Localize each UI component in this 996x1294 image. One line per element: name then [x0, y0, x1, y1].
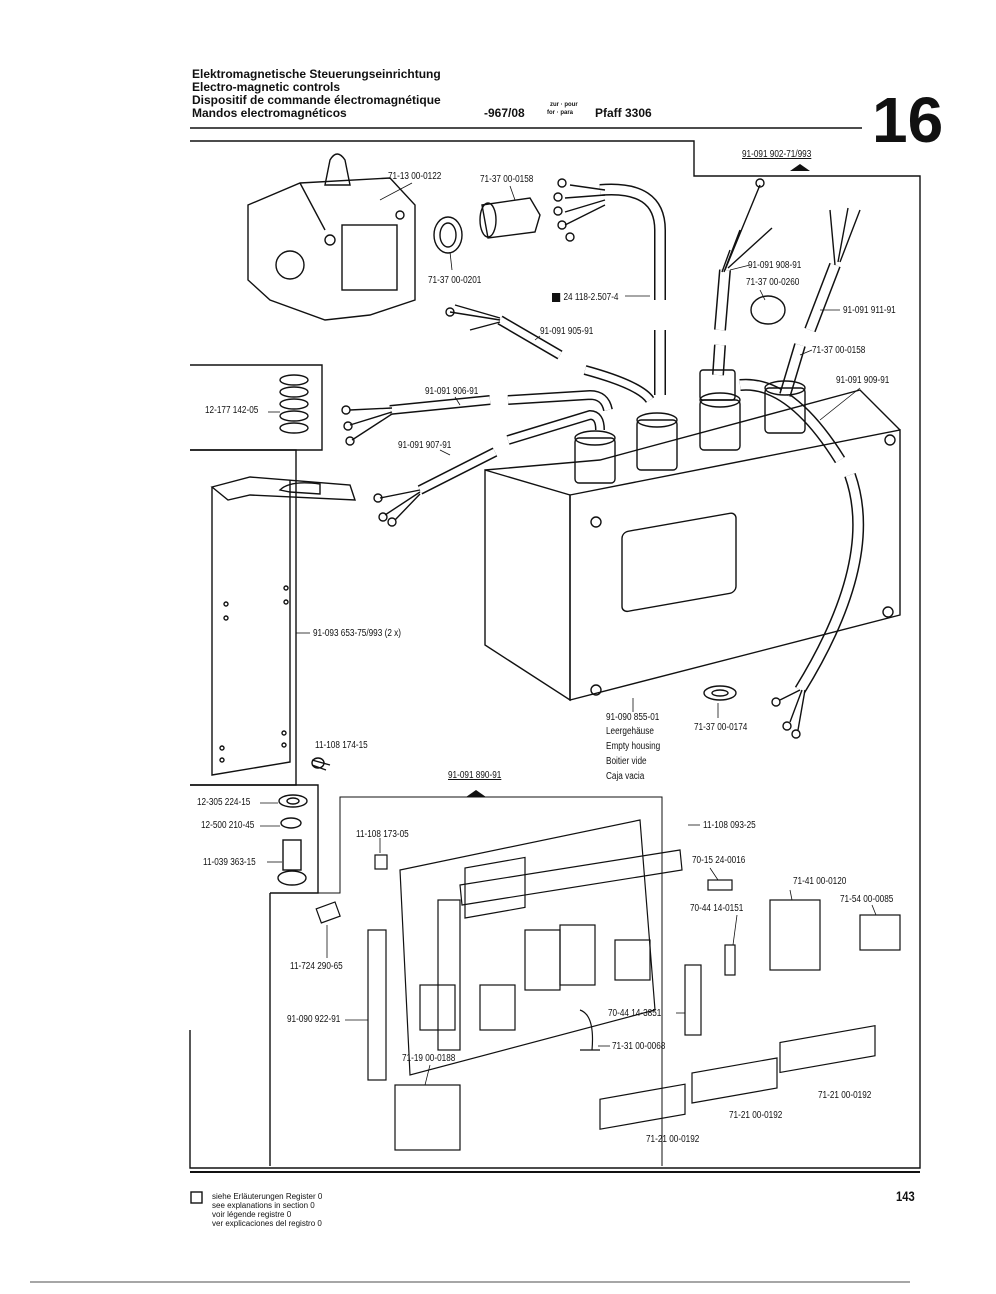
title-german: Elektromagnetische Steuerungseinrichtung	[192, 67, 441, 81]
part-label: 91-091 907-91	[398, 440, 452, 451]
part-label: 11-108 174-15	[315, 740, 368, 751]
part-label: 71-37 00-0260	[746, 277, 800, 288]
part-label: 71-41 00-0120	[793, 876, 847, 887]
part-label: 91-091 902-71/993	[742, 149, 812, 160]
part-label: 12-500 210-45	[201, 820, 255, 831]
part-label: 11-724 290-65	[290, 961, 343, 972]
footnote-de: siehe Erläuterungen Register 0	[212, 1192, 323, 1201]
housing-glands	[574, 369, 806, 484]
part-label: 12-177 142-05	[205, 405, 259, 416]
part-label: 71-21 00-0192	[646, 1134, 700, 1145]
part-label-with-symbol: 24 118-2.507-4	[552, 292, 619, 303]
machine-name: Pfaff 3306	[595, 106, 652, 120]
footnote-marker-box	[190, 1191, 203, 1204]
title-spanish: Mandos electromagnéticos	[192, 106, 347, 120]
part-label: 71-19 00-0188	[402, 1053, 456, 1064]
title-english: Electro-magnetic controls	[192, 80, 341, 94]
housing-label-en: Empty housing	[606, 741, 661, 752]
part-label: 12-305 224-15	[197, 797, 251, 808]
part-label: 71-21 00-0192	[818, 1090, 872, 1101]
part-label: 91-091 890-91	[448, 770, 502, 781]
part-label: 91-090 922-91	[287, 1014, 341, 1025]
part-label: 91-091 911-91	[843, 305, 896, 316]
part-label: 91-090 855-01	[606, 712, 660, 723]
part-label: 71-37 00-0158	[480, 174, 534, 185]
part-label: 11-108 173-05	[356, 829, 409, 840]
limit-switch-drawing	[247, 153, 416, 321]
bracket-box	[190, 449, 297, 786]
part-label: 11-039 363-15	[203, 857, 256, 868]
part-label: 71-37 00-0174	[694, 722, 748, 733]
housing-label-es: Caja vacia	[606, 771, 645, 782]
title-french: Dispositif de commande électromagnétique	[192, 93, 441, 107]
part-label: 71-54 00-0085	[840, 894, 894, 905]
part-label: 71-31 00-0068	[612, 1041, 666, 1052]
model-code: -967/08	[484, 106, 525, 120]
part-label: 11-108 093-25	[703, 820, 756, 831]
part-label: 71-37 00-0201	[428, 275, 482, 286]
footnote-es: ver explicaciones del registro 0	[212, 1219, 322, 1228]
cable-glands-top	[433, 197, 541, 254]
housing-label-fr: Boitier vide	[606, 756, 647, 767]
bracket-drawing	[210, 476, 356, 776]
part-label: 71-21 00-0192	[729, 1110, 783, 1121]
part-label: 70-15 24-0016	[692, 855, 746, 866]
part-label: 70-44 14-3851	[608, 1008, 662, 1019]
housing-box	[484, 389, 901, 702]
part-label: 71-13 00-0122	[388, 171, 442, 182]
page-number: 143	[896, 1188, 915, 1204]
footnote-fr: voir légende registre 0	[212, 1210, 292, 1219]
spring-drawing	[279, 374, 309, 434]
part-label: 91-091 906-91	[425, 386, 479, 397]
part-label: 91-091 905-91	[540, 326, 594, 337]
screws-box	[190, 784, 319, 894]
for-label-1: zur · pour	[550, 102, 578, 108]
chapter-number: 16	[872, 84, 944, 156]
for-label-2: for · para	[547, 110, 574, 116]
pcb-drawing	[315, 819, 901, 1151]
part-label: 71-37 00-0158	[812, 345, 866, 356]
part-label: 91-093 653-75/993 (2 x)	[313, 628, 401, 639]
part-label: 91-091 909-91	[836, 375, 890, 386]
housing-label-de: Leergehäuse	[606, 726, 654, 737]
footnote-en: see explanations in section 0	[212, 1201, 315, 1210]
part-label: 70-44 14-0151	[690, 903, 744, 914]
part-label: 91-091 908-91	[748, 260, 802, 271]
arrow-up-902	[790, 164, 810, 171]
arrow-up-890	[466, 790, 486, 797]
